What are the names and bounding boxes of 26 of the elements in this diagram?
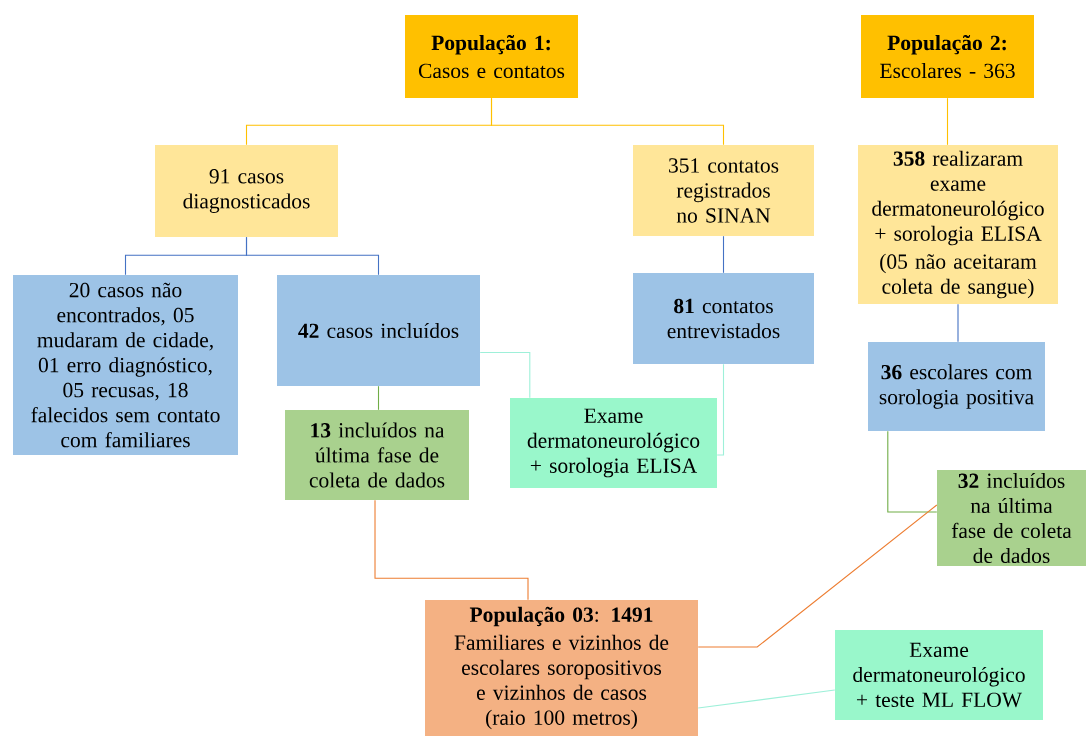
connector-line	[716, 363, 725, 456]
flow-box: População 2: Escolares - 363	[861, 15, 1034, 98]
connector-line	[957, 303, 959, 343]
flow-box: Exame dermatoneurológico + sorologia ELISA	[510, 398, 717, 488]
flow-box: 358 realizaram exame dermatoneurológico + sorologia ELISA (05 não aceitaram coleta de sangue)	[858, 145, 1058, 304]
flow-box: População 1: Casos e contatos	[405, 15, 578, 98]
flow-box: População 03: 1491 Familiares e vizinhos de escolares soropositivos e vizinhos de casos (raio 100 metros)	[425, 600, 698, 736]
connector-line	[245, 236, 380, 276]
connector-line	[697, 689, 836, 709]
flow-box: 351 contatos registrados no SINAN	[633, 145, 814, 236]
flow-box: 13 incluídos na última fase de coleta de dados	[285, 410, 469, 500]
connector-line	[374, 499, 529, 601]
connector-line	[697, 504, 938, 648]
connector-line	[490, 97, 725, 146]
flow-box: 36 escolares com sorologia positiva	[868, 342, 1045, 431]
connector-line	[887, 430, 938, 513]
flow-box: 91 casos diagnosticados	[155, 145, 338, 237]
connector-line	[479, 351, 531, 399]
connector-line	[377, 385, 380, 411]
flow-box: 20 casos não encontrados, 05 mudaram de cidade, 01 erro diagnóstico, 05 recusas, 18 falecidos sem contato com familiares	[13, 275, 238, 455]
flow-box: 32 incluídos na última fase de coleta de dados	[937, 470, 1086, 566]
connector-line	[722, 235, 725, 274]
flow-box: 81 contatos entrevistados	[633, 273, 814, 364]
connector-line	[946, 97, 949, 146]
flow-box: Exame dermatoneurológico + teste ML FLOW	[835, 630, 1043, 720]
flow-box: 42 casos incluídos	[277, 275, 480, 386]
